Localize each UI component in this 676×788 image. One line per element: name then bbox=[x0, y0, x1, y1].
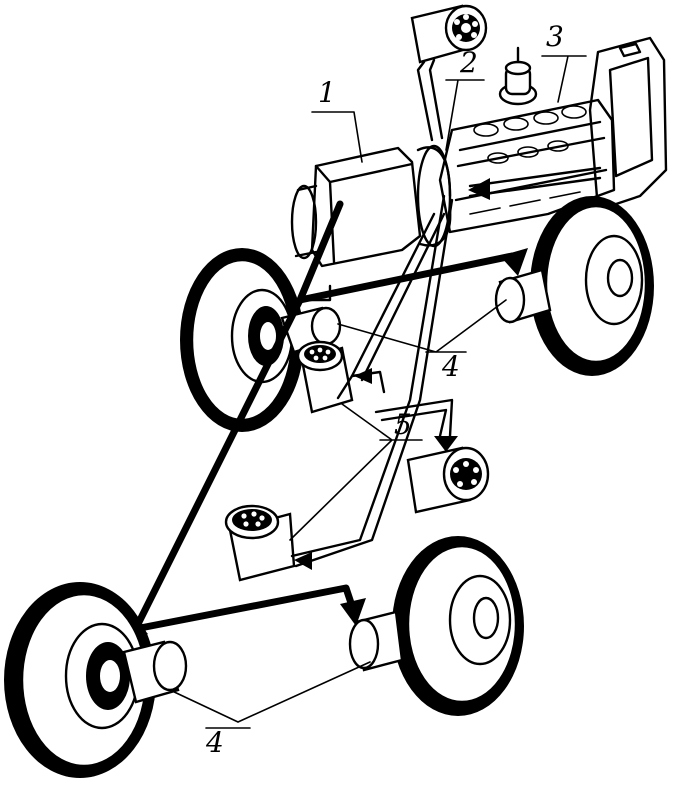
mid-reservoir-right bbox=[406, 446, 490, 514]
callout-4-upper: 4 bbox=[441, 350, 460, 383]
engine bbox=[438, 36, 668, 234]
clutch-housing bbox=[416, 144, 452, 248]
mid-reservoir-left bbox=[296, 340, 354, 414]
callout-5: 5 bbox=[394, 408, 412, 441]
cylinder-head bbox=[473, 105, 587, 164]
rear-right-arrow bbox=[340, 598, 366, 626]
engine-flow-arrow bbox=[468, 178, 490, 200]
rear-left-hub bbox=[122, 640, 188, 704]
transmission bbox=[290, 146, 422, 268]
rear-right-hub bbox=[348, 610, 404, 672]
front-right-hub bbox=[494, 268, 552, 324]
rear-right-wheel bbox=[392, 536, 524, 716]
front-drive-shaft bbox=[296, 252, 516, 304]
rear-left-wheel bbox=[4, 582, 156, 778]
main-drive-line bbox=[126, 200, 344, 644]
front-left-wheel bbox=[180, 248, 304, 432]
front-right-wheel bbox=[530, 196, 654, 376]
rear-reservoir bbox=[224, 504, 296, 582]
leader-lines bbox=[169, 55, 587, 729]
callout-3: 3 bbox=[546, 20, 564, 53]
callout-4-lower: 4 bbox=[205, 726, 224, 759]
callout-1: 1 bbox=[318, 76, 336, 109]
control-lines bbox=[290, 194, 458, 570]
top-reservoir bbox=[410, 4, 488, 142]
front-right-arrow bbox=[500, 248, 528, 276]
callout-2: 2 bbox=[459, 46, 478, 79]
rear-drive-shaft bbox=[126, 584, 356, 634]
air-filter bbox=[498, 46, 538, 106]
